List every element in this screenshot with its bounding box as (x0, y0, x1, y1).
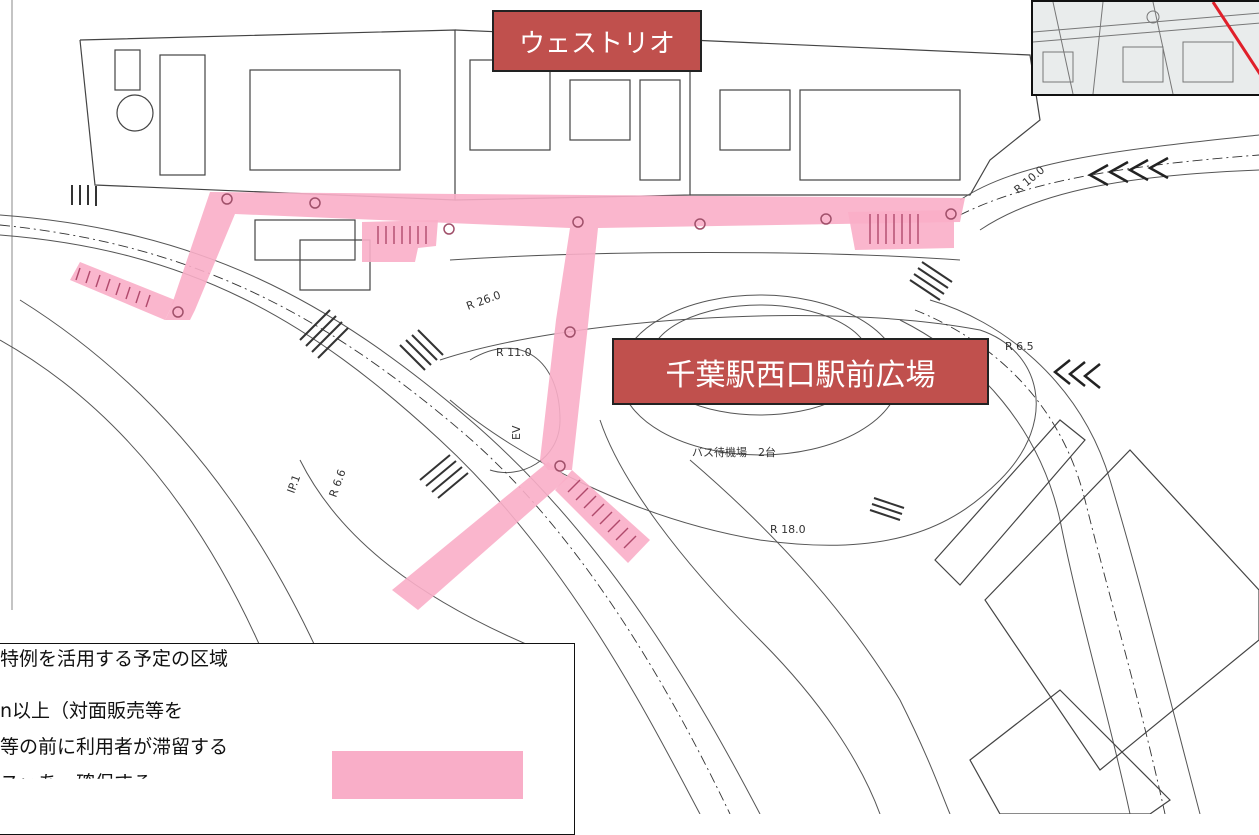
inset-map-graphic (1033, 2, 1259, 94)
legend-line-4: スぃあ…確保する (0, 772, 153, 794)
crosswalks (71, 185, 953, 521)
legend-box: 特例を活用する予定の区域 n以上（対面販売等を 等の前に利用者が滞留する スぃあ… (0, 643, 575, 835)
annotation-r11: R 11.0 (496, 346, 532, 359)
annotation-ev: EV (510, 425, 523, 440)
label-west-trio: ウェストリオ (492, 10, 702, 72)
annotation-r18: R 18.0 (770, 523, 806, 536)
annotation-r10: R 10.0 (1012, 163, 1048, 196)
stair-hatches (75, 214, 919, 549)
chevron-markings (1052, 156, 1169, 389)
annotation-bus-wait: バス待機場 2台 (692, 445, 776, 459)
annotation-ip: IP.1 (285, 473, 304, 495)
location-inset-map (1031, 0, 1259, 96)
legend-line-3: 等の前に利用者が滞留する (0, 736, 229, 758)
annotation-r26: R 26.0 (465, 288, 503, 312)
annotation-r65: R 6.5 (1005, 340, 1034, 353)
legend-line-1: 特例を活用する予定の区域 (0, 648, 229, 670)
legend-swatch (332, 751, 523, 799)
annotation-r66: R 6.6 (327, 468, 349, 499)
legend-line-2: n以上（対面販売等を (0, 700, 184, 722)
parking-blocks (934, 419, 1259, 814)
label-west-plaza: 千葉駅西口駅前広場 (612, 338, 989, 405)
site-plan-map: R 26.0 R 11.0 R 18.0 R 10.0 R 6.5 R 6.6 … (0, 0, 1259, 814)
column-markers (172, 193, 957, 472)
